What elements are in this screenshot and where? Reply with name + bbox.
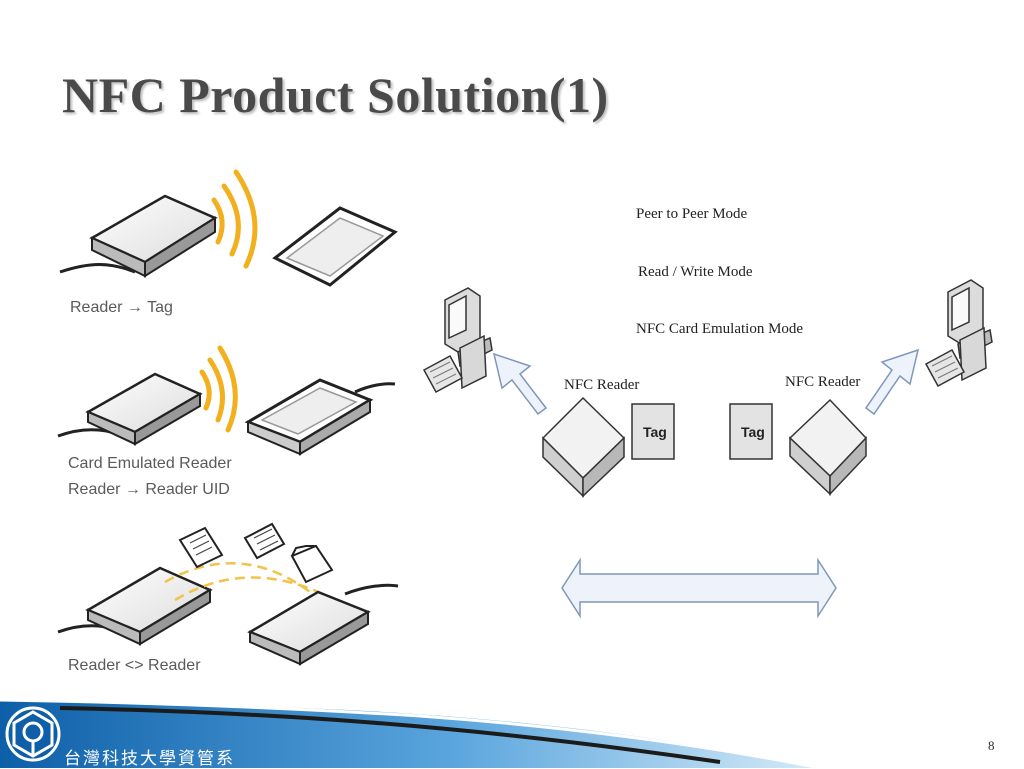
reader-device-icon [85, 566, 213, 646]
mode-list: Peer to Peer Mode Read / Write Mode NFC … [636, 206, 803, 337]
arrow-to-right-computer [864, 348, 920, 416]
caption-reader-reader: Reader <> Reader [68, 657, 201, 674]
caption-reader-uid: Reader → Reader UID [68, 481, 230, 498]
nfc-wave-icon [211, 169, 258, 269]
school-name: 台灣科技大學資管系 [64, 749, 235, 769]
card-emulated-illustration: Card Emulated Reader Reader → Reader UID [57, 345, 396, 498]
tag-left-box: Tag [631, 403, 675, 460]
tag-card-icon [272, 206, 398, 287]
reader-device-icon [85, 372, 203, 446]
caption-card-emulated: Card Emulated Reader [68, 455, 232, 472]
document-icon [178, 526, 224, 569]
reader-right-label: NFC Reader [785, 374, 860, 390]
nfc-wave-icon [199, 345, 238, 433]
tag-left-label: Tag [643, 424, 667, 440]
tag-right-label: Tag [741, 424, 765, 440]
emulated-reader-icon [244, 378, 374, 456]
folder-icon [290, 544, 334, 584]
nfc-reader-right-icon [788, 398, 868, 496]
university-logo [5, 706, 61, 762]
computer-icon [422, 287, 493, 394]
peer-reader-illustration: Reader <> Reader [57, 522, 399, 674]
nfc-reader-left-icon [541, 396, 626, 498]
reader-tag-illustration: Reader → Tag [59, 169, 398, 316]
reader-device-icon [247, 590, 371, 666]
mode-peer-to-peer: Peer to Peer Mode [636, 206, 748, 222]
computer-icon [924, 279, 993, 388]
caption-reader-tag: Reader → Tag [70, 299, 173, 316]
document-icon [243, 522, 286, 560]
mode-read-write: Read / Write Mode [638, 264, 753, 280]
footer-band [0, 698, 821, 768]
reader-left-label: NFC Reader [564, 377, 639, 393]
slide-title: NFC Product Solution(1) [62, 67, 609, 123]
tag-right-box: Tag [729, 403, 773, 460]
double-arrow [561, 557, 837, 619]
reader-device-icon [89, 194, 218, 278]
page-number: 8 [988, 738, 995, 753]
mode-card-emulation: NFC Card Emulation Mode [636, 321, 803, 337]
arrow-to-left-computer [492, 352, 548, 416]
